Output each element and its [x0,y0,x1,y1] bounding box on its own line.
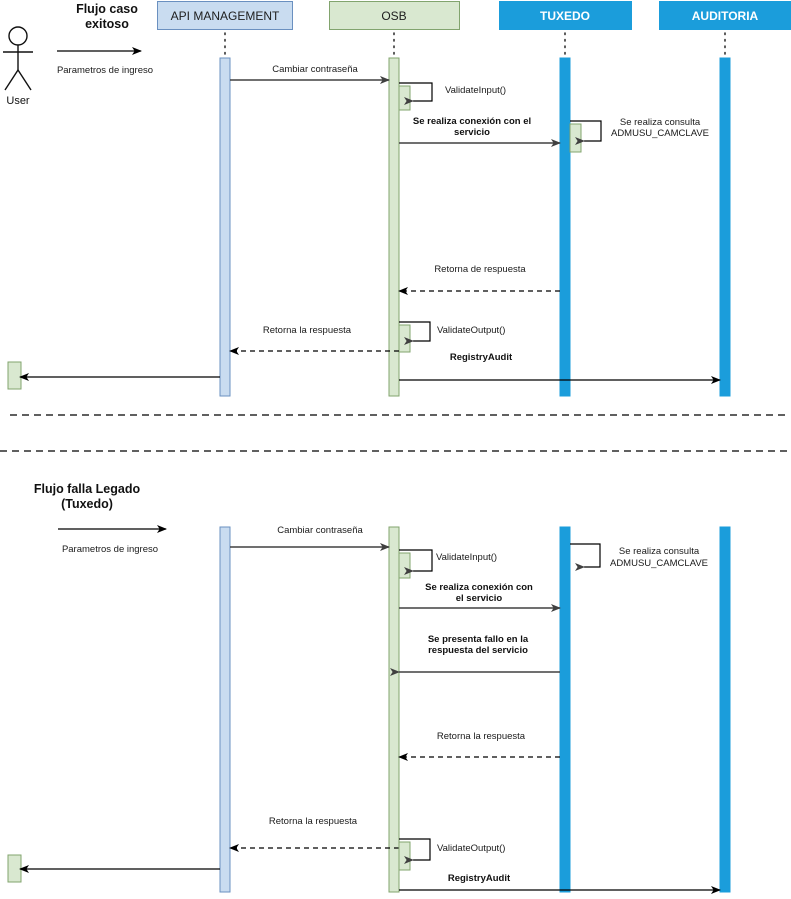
svg-text:Retorna de respuesta: Retorna de respuesta [434,264,526,275]
svg-text:respuesta del servicio: respuesta del servicio [428,645,528,656]
svg-text:Flujo caso: Flujo caso [76,2,138,16]
actor-user[interactable]: User [3,26,33,107]
svg-text:Se realiza conexión con el: Se realiza conexión con el [413,116,531,127]
message-retorna-de-respuesta-1: Retorna de respuesta [398,264,560,295]
message-registryaudit-1: RegistryAudit [399,352,721,384]
svg-text:RegistryAudit: RegistryAudit [450,352,513,363]
svg-text:ValidateInput(): ValidateInput() [436,552,497,563]
activation-apimgmt-2 [219,526,231,893]
activation-auditoria-1 [719,57,731,397]
message-consulta-admusu-2: Se realiza consulta ADMUSU_CAMCLAVE [570,543,708,571]
activation-auditoria-2 [719,526,731,893]
flow-title-falla-legado: Flujo falla Legado (Tuxedo) [34,482,141,511]
message-return-to-user-2 [7,854,220,883]
svg-text:ValidateOutput(): ValidateOutput() [437,843,505,854]
message-consulta-admusu-1: Se realiza consulta ADMUSU_CAMCLAVE [569,117,709,153]
svg-text:el servicio: el servicio [456,593,503,604]
svg-text:RegistryAudit: RegistryAudit [448,873,511,884]
lifeline-label-apimgmt: API MANAGEMENT [171,9,280,23]
svg-text:Retorna la respuesta: Retorna la respuesta [263,325,352,336]
message-registryaudit-2: RegistryAudit [399,873,721,894]
svg-text:Se realiza consulta: Se realiza consulta [619,546,700,557]
svg-text:Cambiar contraseña: Cambiar contraseña [277,525,363,536]
message-retorna-la-respuesta-2a: Retorna la respuesta [398,731,560,761]
message-validateinput-2: ValidateInput() [398,549,497,579]
activation-apimgmt-1 [219,57,231,397]
svg-text:Flujo falla Legado: Flujo falla Legado [34,482,141,496]
svg-text:Se presenta fallo en la: Se presenta fallo en la [428,634,529,645]
svg-text:Retorna la respuesta: Retorna la respuesta [437,731,526,742]
activation-tuxedo-2 [559,526,571,893]
svg-text:(Tuxedo): (Tuxedo) [61,497,113,511]
lifeline-label-auditoria: AUDITORIA [692,9,759,23]
lifeline-label-tuxedo: TUXEDO [540,9,590,23]
lifeline-header-osb[interactable]: OSB [329,1,460,30]
lifeline-header-apimgmt[interactable]: API MANAGEMENT [157,1,293,30]
message-validateoutput-2: ValidateOutput() [398,838,505,871]
lifeline-label-osb: OSB [381,9,406,23]
svg-text:ValidateInput(): ValidateInput() [445,85,506,96]
message-validateinput-1: ValidateInput() [398,82,506,111]
svg-text:ValidateOutput(): ValidateOutput() [437,325,505,336]
svg-text:Se realiza conexión con: Se realiza conexión con [425,582,533,593]
activation-osb-2 [388,526,400,893]
actor-label-user: User [6,95,30,107]
activation-osb-1 [388,57,400,397]
lifeline-header-auditoria[interactable]: AUDITORIA [659,1,791,30]
message-conexion-servicio-2: Se realiza conexión con el servicio [399,582,561,612]
flow-title-exitoso: Flujo caso exitoso [76,2,138,31]
svg-text:Cambiar contraseña: Cambiar contraseña [272,64,358,75]
message-retorna-la-respuesta-2b: Retorna la respuesta [229,816,399,852]
message-validateoutput-1: ValidateOutput() [398,321,505,353]
entry-arrow-label-2: Parametros de ingreso [62,544,158,555]
svg-text:Se realiza consulta: Se realiza consulta [620,117,701,128]
message-fallo-respuesta-2: Se presenta fallo en la respuesta del se… [390,634,560,676]
message-return-to-user-1 [7,361,220,390]
lifeline-dotted-stubs [224,32,726,59]
svg-text:exitoso: exitoso [85,17,129,31]
message-conexion-servicio-1: Se realiza conexión con el servicio [399,116,561,147]
lifeline-header-tuxedo[interactable]: TUXEDO [499,1,632,30]
entry-arrow-exitoso: Parametros de ingreso [57,47,153,76]
message-cambiar-contrasena-1: Cambiar contraseña [230,64,390,84]
message-cambiar-contrasena-2: Cambiar contraseña [230,525,390,551]
entry-arrow-label-1: Parametros de ingreso [57,65,153,76]
entry-arrow-falla: Parametros de ingreso [58,525,167,555]
svg-text:Retorna la respuesta: Retorna la respuesta [269,816,358,827]
message-retorna-la-respuesta-1: Retorna la respuesta [229,325,399,355]
svg-text:ADMUSU_CAMCLAVE: ADMUSU_CAMCLAVE [611,128,709,139]
svg-text:servicio: servicio [454,127,490,138]
svg-text:ADMUSU_CAMCLAVE: ADMUSU_CAMCLAVE [610,558,708,569]
activation-tuxedo-1 [559,57,571,397]
